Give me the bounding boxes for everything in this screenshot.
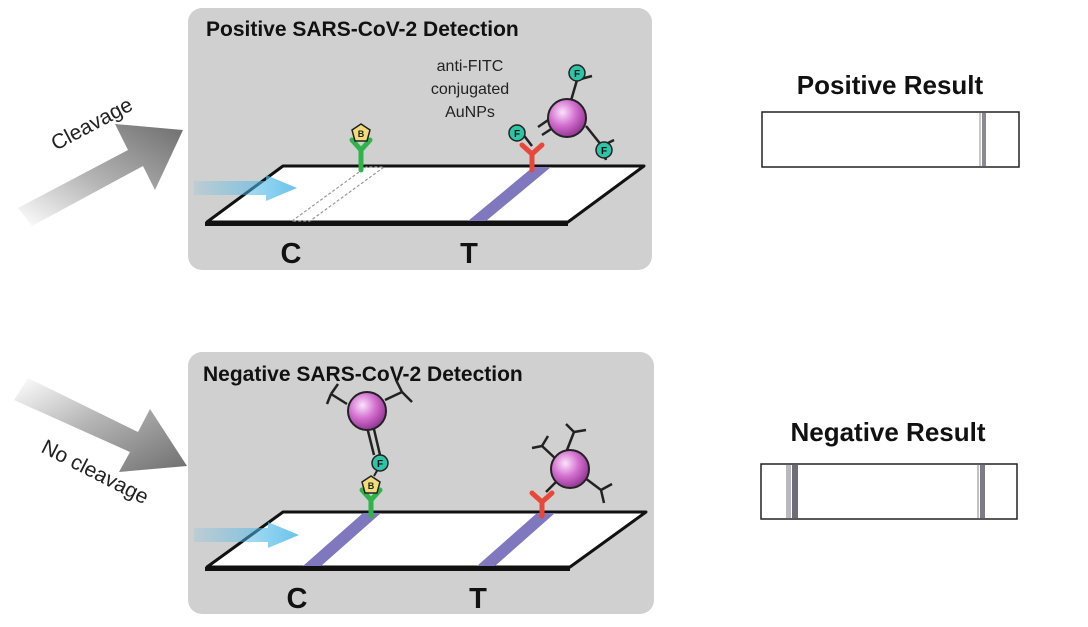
cleavage-label: Cleavage: [47, 93, 136, 155]
test-band: [468, 167, 551, 221]
negative-result-strip: [760, 463, 1018, 520]
red-antibody-icon: [529, 490, 555, 519]
flow-arrow-icon: [194, 175, 297, 201]
cleavage-arrow: Cleavage: [18, 93, 183, 226]
fitc-glyph: F: [601, 146, 607, 157]
negative-panel-title: Negative SARS-CoV-2 Detection: [203, 363, 523, 386]
positive-control-label: C: [281, 238, 302, 270]
green-antibody-icon: [349, 137, 373, 173]
negative-result-title: Negative Result: [790, 417, 985, 447]
fitc-glyph: F: [514, 129, 520, 140]
positive-test-label: T: [460, 238, 478, 270]
negative-result: Negative Result: [760, 417, 1018, 520]
fitc-glyph: F: [574, 69, 580, 80]
biotin-icon: [361, 475, 381, 494]
control-line-mark: [792, 465, 798, 518]
positive-aunp-complex: F F F: [508, 64, 615, 161]
biotin-glyph: B: [368, 481, 375, 491]
no-cleavage-arrow: No cleavage: [14, 378, 187, 509]
negative-panel: Negative SARS-CoV-2 Detection B F: [188, 352, 654, 615]
positive-result-strip: [761, 111, 1020, 168]
aunp-icon: [547, 98, 587, 138]
positive-biotin-antibody: B: [349, 123, 373, 173]
negative-control-label: C: [287, 583, 308, 615]
no-cleavage-arrow-icon: [14, 378, 187, 472]
test-line-mark: [980, 465, 985, 518]
flow-arrow-icon: [194, 522, 299, 548]
positive-panel-background: [188, 8, 652, 270]
biotin-glyph: B: [358, 129, 365, 139]
negative-test-label: T: [469, 583, 487, 615]
positive-panel: Positive SARS-CoV-2 Detection B: [188, 8, 652, 270]
test-line-mark: [982, 113, 986, 166]
negative-test-complex: [529, 423, 613, 519]
positive-result-title: Positive Result: [797, 70, 984, 100]
anti-fitc-label-line-1: anti-FITC: [437, 58, 504, 75]
aunp-icon: [347, 391, 387, 431]
test-line-shade: [979, 113, 981, 166]
fitc-icon: [568, 64, 586, 82]
test-band: [477, 513, 555, 566]
cleavage-arrow-icon: [18, 124, 183, 226]
anti-fitc-label-line-3: AuNPs: [445, 104, 495, 121]
positive-result: Positive Result: [761, 70, 1020, 168]
fitc-glyph: F: [377, 459, 383, 470]
negative-control-complex: B F: [325, 379, 413, 519]
test-line-shade: [977, 465, 979, 518]
anti-fitc-label-line-2: conjugated: [431, 81, 509, 98]
fitc-icon: [595, 141, 613, 159]
control-band: [303, 513, 381, 566]
fitc-icon: [508, 124, 526, 142]
positive-test-strip: [194, 164, 646, 226]
control-line-shade: [786, 465, 791, 518]
aunp-icon: [550, 449, 590, 489]
control-line-cleaved: [290, 166, 386, 222]
red-antibody-icon: [519, 142, 545, 173]
negative-test-strip: [194, 510, 648, 571]
biotin-icon: [351, 123, 371, 142]
positive-panel-title: Positive SARS-CoV-2 Detection: [206, 18, 519, 41]
